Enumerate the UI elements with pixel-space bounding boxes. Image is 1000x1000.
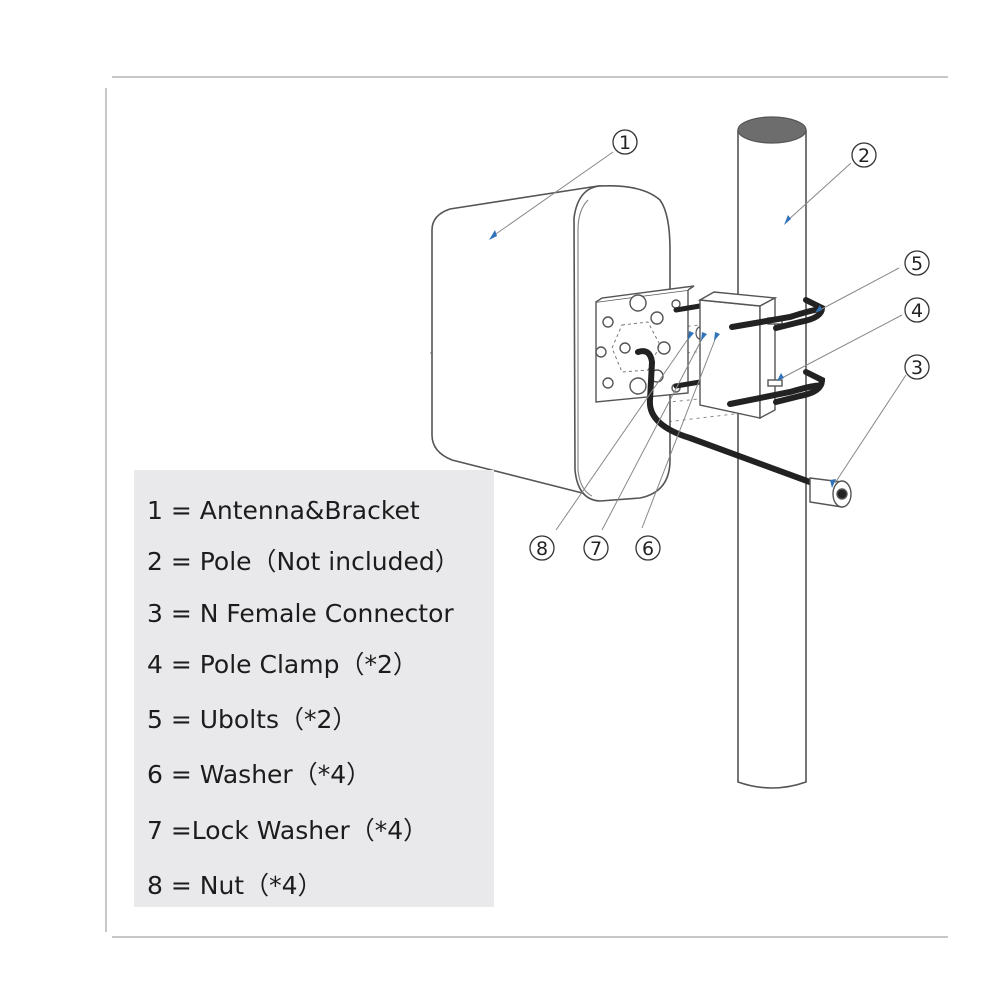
legend-item-lock-washer: 7 =Lock Washer（*4） <box>147 816 429 845</box>
callout-4: 4 <box>911 300 923 322</box>
legend-item-n-female-connector: 3 = N Female Connector <box>147 599 454 628</box>
leader-lines <box>492 151 907 531</box>
callout-7: 7 <box>590 538 602 560</box>
callout-5: 5 <box>911 253 923 275</box>
callout-6-circle <box>635 535 661 561</box>
legend-item-ubolts: 5 = Ubolts（*2） <box>147 705 358 734</box>
callout-6: 6 <box>642 538 654 560</box>
bolts <box>673 303 703 389</box>
coax-cable <box>635 348 821 488</box>
legend-item-antenna-bracket: 1 = Antenna&Bracket <box>147 496 420 525</box>
parts-legend: 1 = Antenna&Bracket 2 = Pole（Not include… <box>134 470 494 907</box>
callout-8-circle <box>529 535 555 561</box>
legend-item-nut: 8 = Nut（*4） <box>147 871 323 900</box>
legend-item-washer: 6 = Washer（*4） <box>147 760 372 789</box>
callout-3: 3 <box>911 357 923 379</box>
frame-lines <box>105 76 948 938</box>
legend-item-pole: 2 = Pole（Not included） <box>147 547 460 576</box>
pole <box>737 116 807 789</box>
callout-8: 8 <box>536 538 548 560</box>
callout-1: 1 <box>619 132 631 154</box>
callout-2: 2 <box>858 145 870 167</box>
mounting-bracket <box>595 285 695 403</box>
callout-1-circle <box>612 129 638 155</box>
callout-2-circle <box>851 142 877 168</box>
pointer-markers <box>489 215 836 488</box>
callout-3-circle <box>904 354 930 380</box>
callout-4-circle <box>904 297 930 323</box>
pole-clamp <box>697 291 783 420</box>
callout-numbers: 1 2 3 4 5 6 7 8 <box>536 132 923 560</box>
pole-top <box>737 116 807 144</box>
callout-7-circle <box>583 535 609 561</box>
callout-5-circle <box>904 250 930 276</box>
n-female-connector <box>809 477 852 508</box>
legend-item-pole-clamp: 4 = Pole Clamp（*2） <box>147 650 418 679</box>
callout-circles <box>529 129 930 561</box>
